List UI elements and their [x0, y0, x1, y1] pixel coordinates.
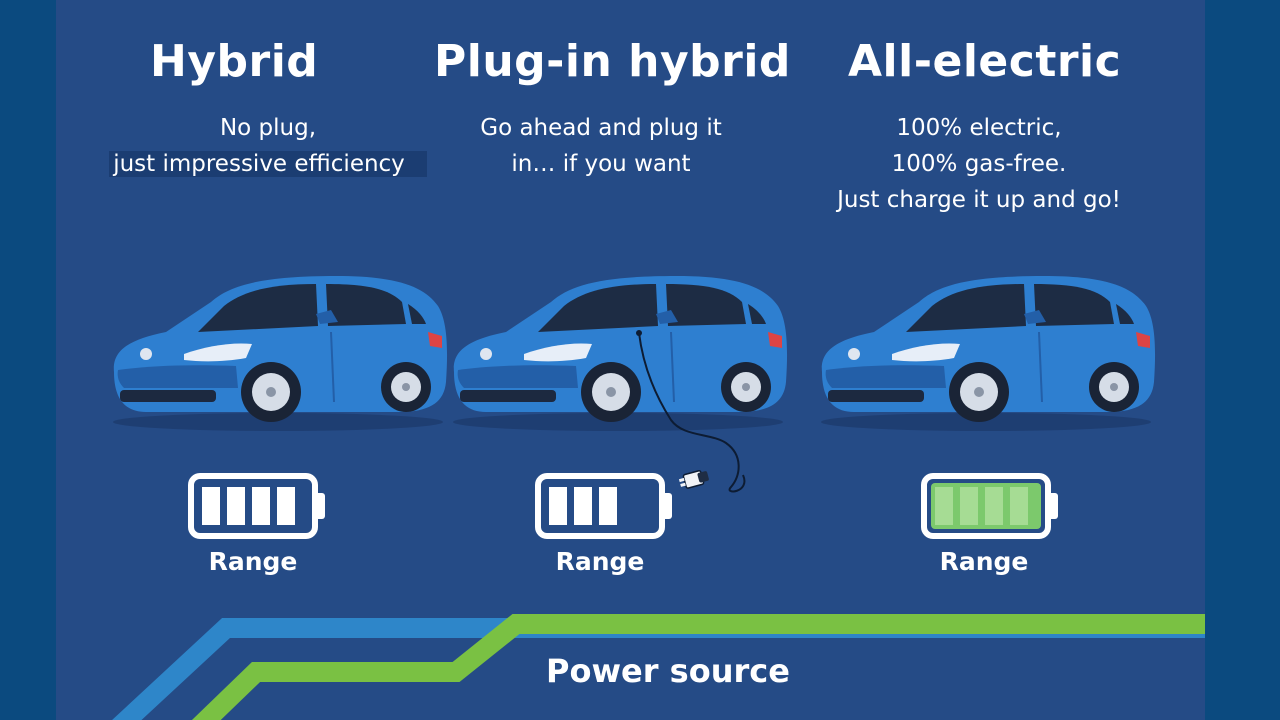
all-electric-description: 100% electric, 100% gas-free. Just charg… — [804, 110, 1154, 218]
battery-cell — [202, 487, 220, 525]
plugin-line-1: Go ahead and plug it — [480, 115, 722, 141]
battery-cell — [549, 487, 567, 525]
battery-cell — [1010, 487, 1028, 525]
right-margin — [1205, 0, 1280, 720]
all-electric-battery-icon — [921, 473, 1058, 539]
plugin-line-2: in… if you want — [511, 151, 691, 177]
charging-cable-icon — [636, 330, 746, 493]
power-source-label: Power source — [546, 652, 790, 690]
battery-cell — [252, 487, 270, 525]
power-source-lines — [112, 614, 1205, 720]
plugin-hybrid-car-illustration — [453, 276, 788, 431]
all-electric-range-label: Range — [939, 547, 1029, 576]
plugin-hybrid-description: Go ahead and plug it in… if you want — [436, 110, 766, 182]
plugin-hybrid-range-label: Range — [555, 547, 645, 576]
green-power-line — [191, 614, 1205, 720]
hybrid-battery-icon — [188, 473, 325, 539]
battery-cell — [960, 487, 978, 525]
battery-cell — [935, 487, 953, 525]
hybrid-title: Hybrid — [150, 36, 319, 87]
battery-cell — [985, 487, 1003, 525]
infographic-panel: Hybrid No plug, just impressive efficien… — [56, 0, 1205, 720]
hybrid-line-1: No plug, — [219, 115, 317, 141]
hybrid-range-label: Range — [208, 547, 298, 576]
battery-cell — [277, 487, 295, 525]
electric-line-2: 100% gas-free. — [891, 151, 1067, 177]
hybrid-line-2: just impressive efficiency — [109, 151, 427, 177]
electric-line-1: 100% electric, — [896, 115, 1062, 141]
plugin-hybrid-battery-icon — [535, 473, 672, 539]
hybrid-car-illustration — [113, 276, 448, 431]
battery-cell — [574, 487, 592, 525]
battery-cell — [227, 487, 245, 525]
plugin-hybrid-title: Plug-in hybrid — [434, 36, 791, 87]
all-electric-title: All-electric — [848, 36, 1122, 87]
battery-cell — [599, 487, 617, 525]
hybrid-description: No plug, just impressive efficiency — [88, 110, 448, 182]
left-margin — [0, 0, 56, 720]
all-electric-car-illustration — [821, 276, 1156, 431]
electric-line-3: Just charge it up and go! — [837, 187, 1121, 213]
